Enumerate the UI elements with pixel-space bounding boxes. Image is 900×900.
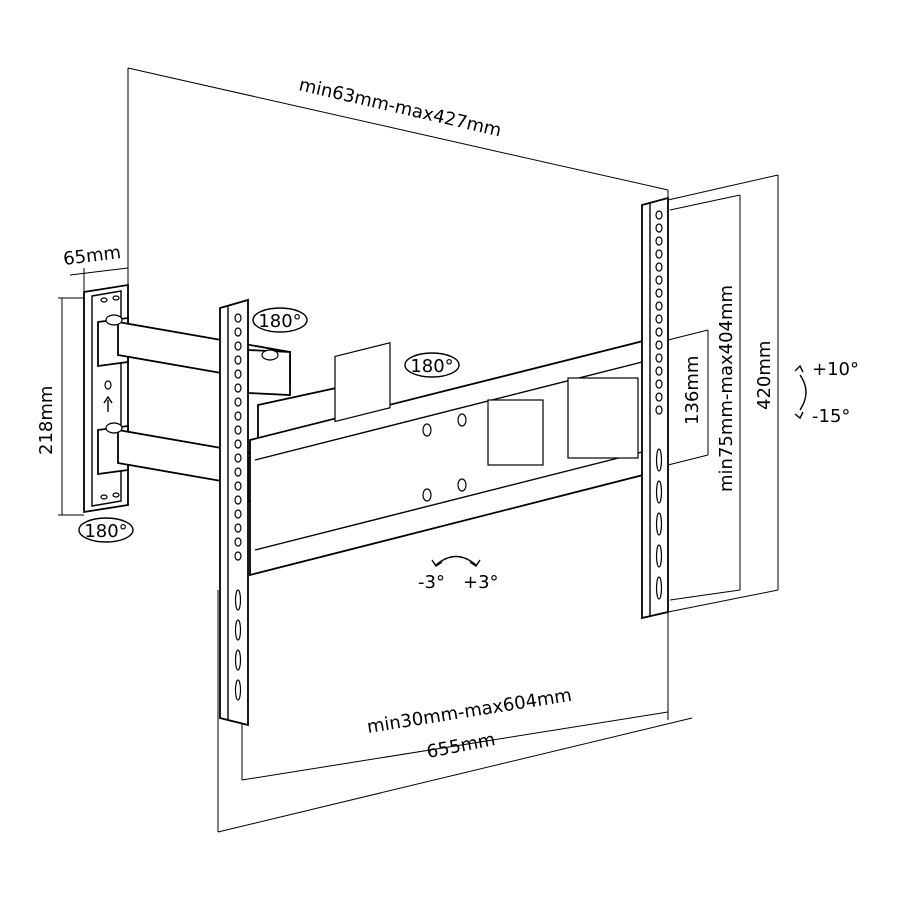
rail-hole <box>655 301 663 311</box>
rail-hole <box>655 262 663 272</box>
level-left-label: -3° <box>418 572 445 593</box>
arm-rail <box>219 298 249 727</box>
rail-hole <box>234 411 242 421</box>
rail-hole <box>234 355 242 365</box>
rail-hole <box>655 544 663 568</box>
rail-hole <box>655 448 663 472</box>
rail-hole <box>234 341 242 351</box>
cross-bar <box>249 336 656 577</box>
rail-hole <box>655 340 663 350</box>
rail-hole <box>234 649 242 671</box>
level-arrow-icon <box>431 555 481 567</box>
tilt-up-label: +10° <box>812 359 859 380</box>
rail-hole <box>655 512 663 536</box>
rail-hole <box>234 425 242 435</box>
rotation-arm-label: 180° <box>410 356 453 377</box>
rail-hole <box>655 275 663 285</box>
rail-hole <box>655 314 663 324</box>
rail-hole <box>655 288 663 298</box>
rail-hole <box>655 405 663 415</box>
rail-hole <box>234 383 242 393</box>
rail-hole <box>234 327 242 337</box>
rail-holes <box>234 210 663 701</box>
rotation-badge-wall-bottom: 180° <box>78 517 134 543</box>
vesa-vertical-range-label: min75mm-max404mm <box>716 285 737 492</box>
rail-hole <box>234 523 242 533</box>
rail-hole <box>234 495 242 505</box>
rotation-badge-wall-top: 180° <box>252 307 308 333</box>
plate-height-label: 218mm <box>36 386 57 455</box>
rail-hole <box>655 366 663 376</box>
level-right-label: +3° <box>463 572 499 593</box>
rail-hole <box>655 223 663 233</box>
rail-hole <box>655 236 663 246</box>
rail-hole <box>655 210 663 220</box>
rail-hole <box>234 481 242 491</box>
vesa-horizontal-range-label: min30mm-max604mm <box>365 685 573 738</box>
tilt-arrow-icon <box>794 364 807 420</box>
rotation-wall-bottom-label: 180° <box>84 521 127 542</box>
rotation-wall-top-label: 180° <box>258 311 301 332</box>
rail-hole <box>234 679 242 701</box>
rail-hole <box>234 537 242 547</box>
rail-hole <box>234 313 242 323</box>
rail-hole <box>655 576 663 600</box>
total-width-label: 655mm <box>425 729 497 763</box>
rail-hole <box>234 551 242 561</box>
rotation-badge-arm: 180° <box>404 352 460 378</box>
rail-hole <box>234 619 242 641</box>
rail-hole <box>655 392 663 402</box>
rail-hole <box>655 379 663 389</box>
rail-hole <box>234 509 242 519</box>
rail-hole <box>234 439 242 449</box>
rail-hole <box>234 397 242 407</box>
right-rail <box>641 196 669 620</box>
rail-hole <box>655 353 663 363</box>
rail-hole <box>234 369 242 379</box>
tilt-down-label: -15° <box>812 406 850 427</box>
bracket-height-label: 420mm <box>754 341 775 410</box>
rail-hole <box>234 453 242 463</box>
rail-hole <box>655 480 663 504</box>
vesa-vertical-small-label: 136mm <box>682 356 703 425</box>
depth-range-label: min63mm-max427mm <box>297 74 503 141</box>
rail-hole <box>234 467 242 477</box>
rail-hole <box>655 327 663 337</box>
plate-depth-label: 65mm <box>62 242 122 270</box>
rail-hole <box>234 589 242 611</box>
rail-hole <box>655 249 663 259</box>
